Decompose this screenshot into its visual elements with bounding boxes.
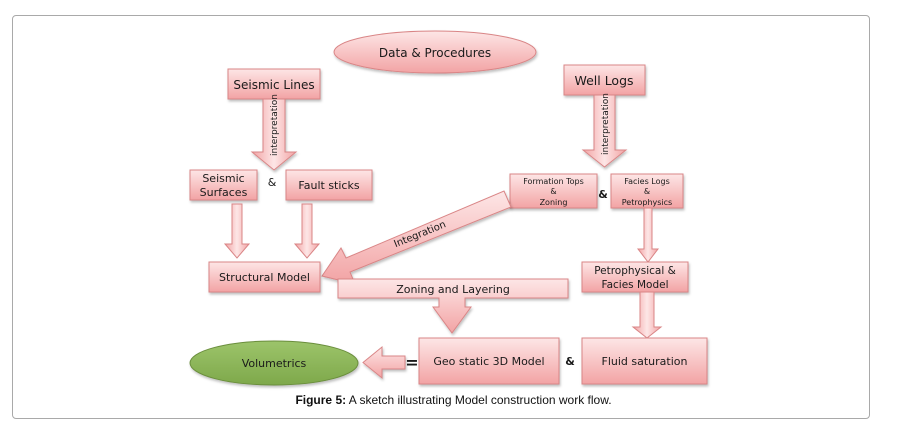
data-procedures-node: Data & Procedures (333, 30, 537, 74)
geo-static-model-label: Geo static 3D Model (433, 355, 544, 368)
equals-sign: = (405, 353, 418, 372)
interpretation-label-right: interpretation (601, 93, 611, 155)
facies-logs-label-line2: & (644, 187, 650, 196)
geo-static-model-node: Geo static 3D Model (418, 337, 560, 385)
facies-logs-label-line3: Petrophysics (622, 198, 672, 207)
seismic-lines-node: Seismic Lines (227, 68, 321, 100)
data-procedures-label: Data & Procedures (379, 46, 491, 60)
volumetrics-node: Volumetrics (189, 340, 359, 386)
seismic-surfaces-label-line2: Surfaces (200, 186, 248, 199)
petrophysical-model-label-line1: Petrophysical & (594, 265, 676, 277)
ampersand-geo: & (565, 355, 575, 368)
formation-tops-node: Formation Tops & Zoning (509, 173, 598, 209)
formation-tops-label-line1: Formation Tops (523, 177, 584, 186)
integration-arrow: Integration (321, 190, 512, 285)
seismic-surfaces-label-line1: Seismic (202, 172, 244, 185)
arrow-facies-to-petrophysical (636, 207, 660, 263)
fault-sticks-label: Fault sticks (298, 179, 359, 192)
arrow-to-volumetrics (362, 345, 406, 380)
seismic-lines-label: Seismic Lines (233, 78, 314, 92)
seismic-surfaces-node: Seismic Surfaces (189, 169, 258, 201)
arrow-petrophysical-to-fluid (631, 291, 663, 339)
well-logs-node: Well Logs (563, 64, 646, 96)
ampersand-seismic: & (268, 176, 277, 189)
structural-model-label: Structural Model (219, 271, 310, 284)
petrophysical-model-node: Petrophysical & Facies Model (581, 261, 689, 293)
interpretation-arrow-right: interpretation (581, 93, 628, 168)
volumetrics-label: Volumetrics (242, 357, 307, 370)
fluid-saturation-label: Fluid saturation (602, 355, 688, 368)
ampersand-formation: & (598, 188, 608, 201)
formation-tops-label-line3: Zoning (540, 198, 568, 207)
caption-label: Figure 5: (295, 393, 347, 407)
interpretation-label-left: interpretation (270, 94, 280, 156)
fault-sticks-node: Fault sticks (285, 169, 373, 201)
zoning-layering-label: Zoning and Layering (396, 283, 510, 296)
well-logs-label: Well Logs (574, 73, 633, 88)
arrow-surfaces-to-structural (223, 203, 251, 259)
zoning-layering-arrow: Zoning and Layering (337, 278, 569, 334)
caption-text: A sketch illustrating Model construction… (346, 393, 612, 407)
formation-tops-label-line2: & (550, 187, 556, 196)
petrophysical-model-label-line2: Facies Model (602, 279, 669, 291)
facies-logs-node: Facies Logs & Petrophysics (610, 173, 684, 209)
facies-logs-label-line1: Facies Logs (624, 177, 669, 186)
arrow-faults-to-structural (293, 203, 321, 259)
figure-caption: Figure 5: A sketch illustrating Model co… (0, 393, 907, 407)
structural-model-node: Structural Model (208, 261, 321, 293)
fluid-saturation-node: Fluid saturation (581, 337, 708, 385)
interpretation-arrow-left: interpretation (250, 94, 298, 171)
